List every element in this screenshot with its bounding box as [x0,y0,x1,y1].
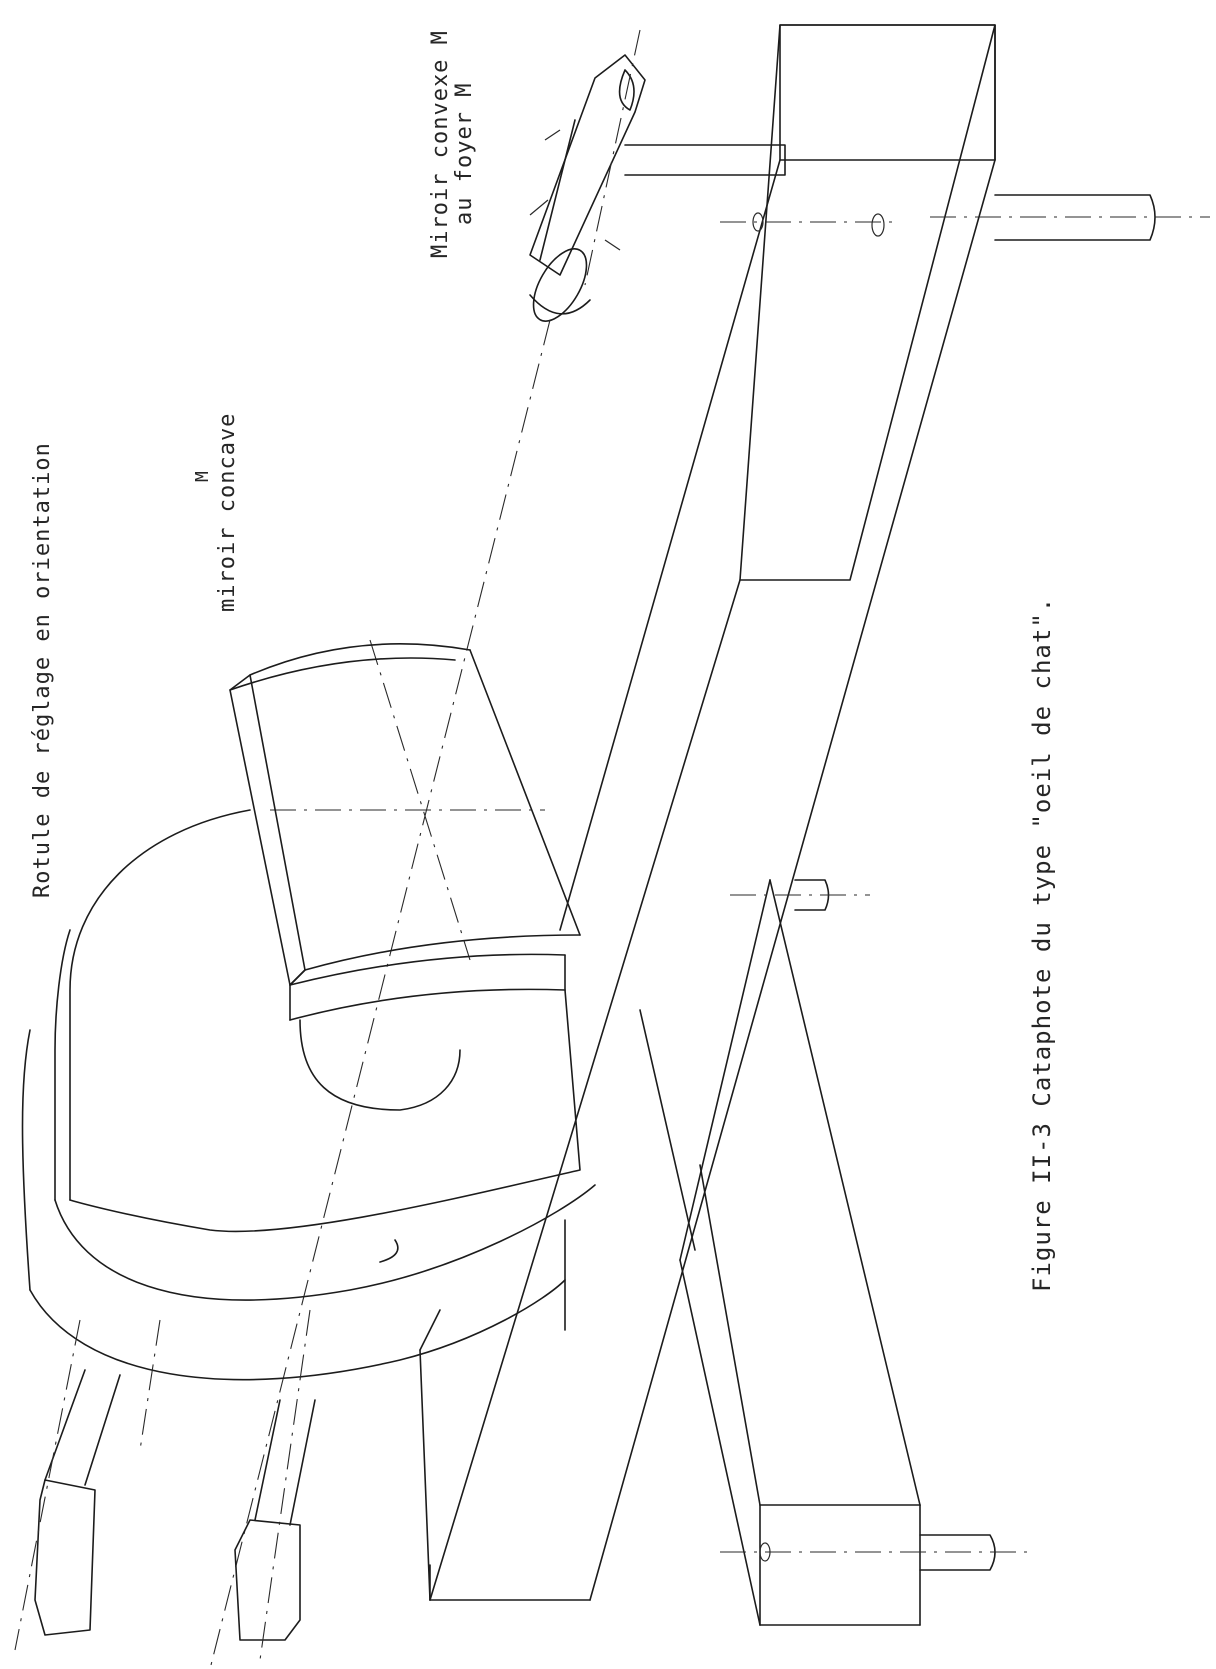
ball-joint-rotule [21,809,596,1381]
optical-axis [209,319,551,1669]
convex-mirror-label: Miroir convexe M [428,30,453,258]
support-pegs [720,194,1210,1571]
rear-block [419,1309,441,1601]
concave-mirror-label: miroir concave [215,412,240,612]
rotule-label: Rotule de réglage en orientation [30,442,55,898]
main-beam [429,24,996,1601]
concave-mirror [229,643,581,1021]
adjustment-rods [14,1309,316,1661]
figure-caption: Figure II-3 Cataphote du type "oeil de c… [1028,596,1056,1292]
convex-mirror-assembly [529,29,786,322]
cross-beam [639,879,921,1626]
convex-mirror-label-2: au foyer M [452,82,477,225]
concave-mirror-mark: M [192,470,213,482]
